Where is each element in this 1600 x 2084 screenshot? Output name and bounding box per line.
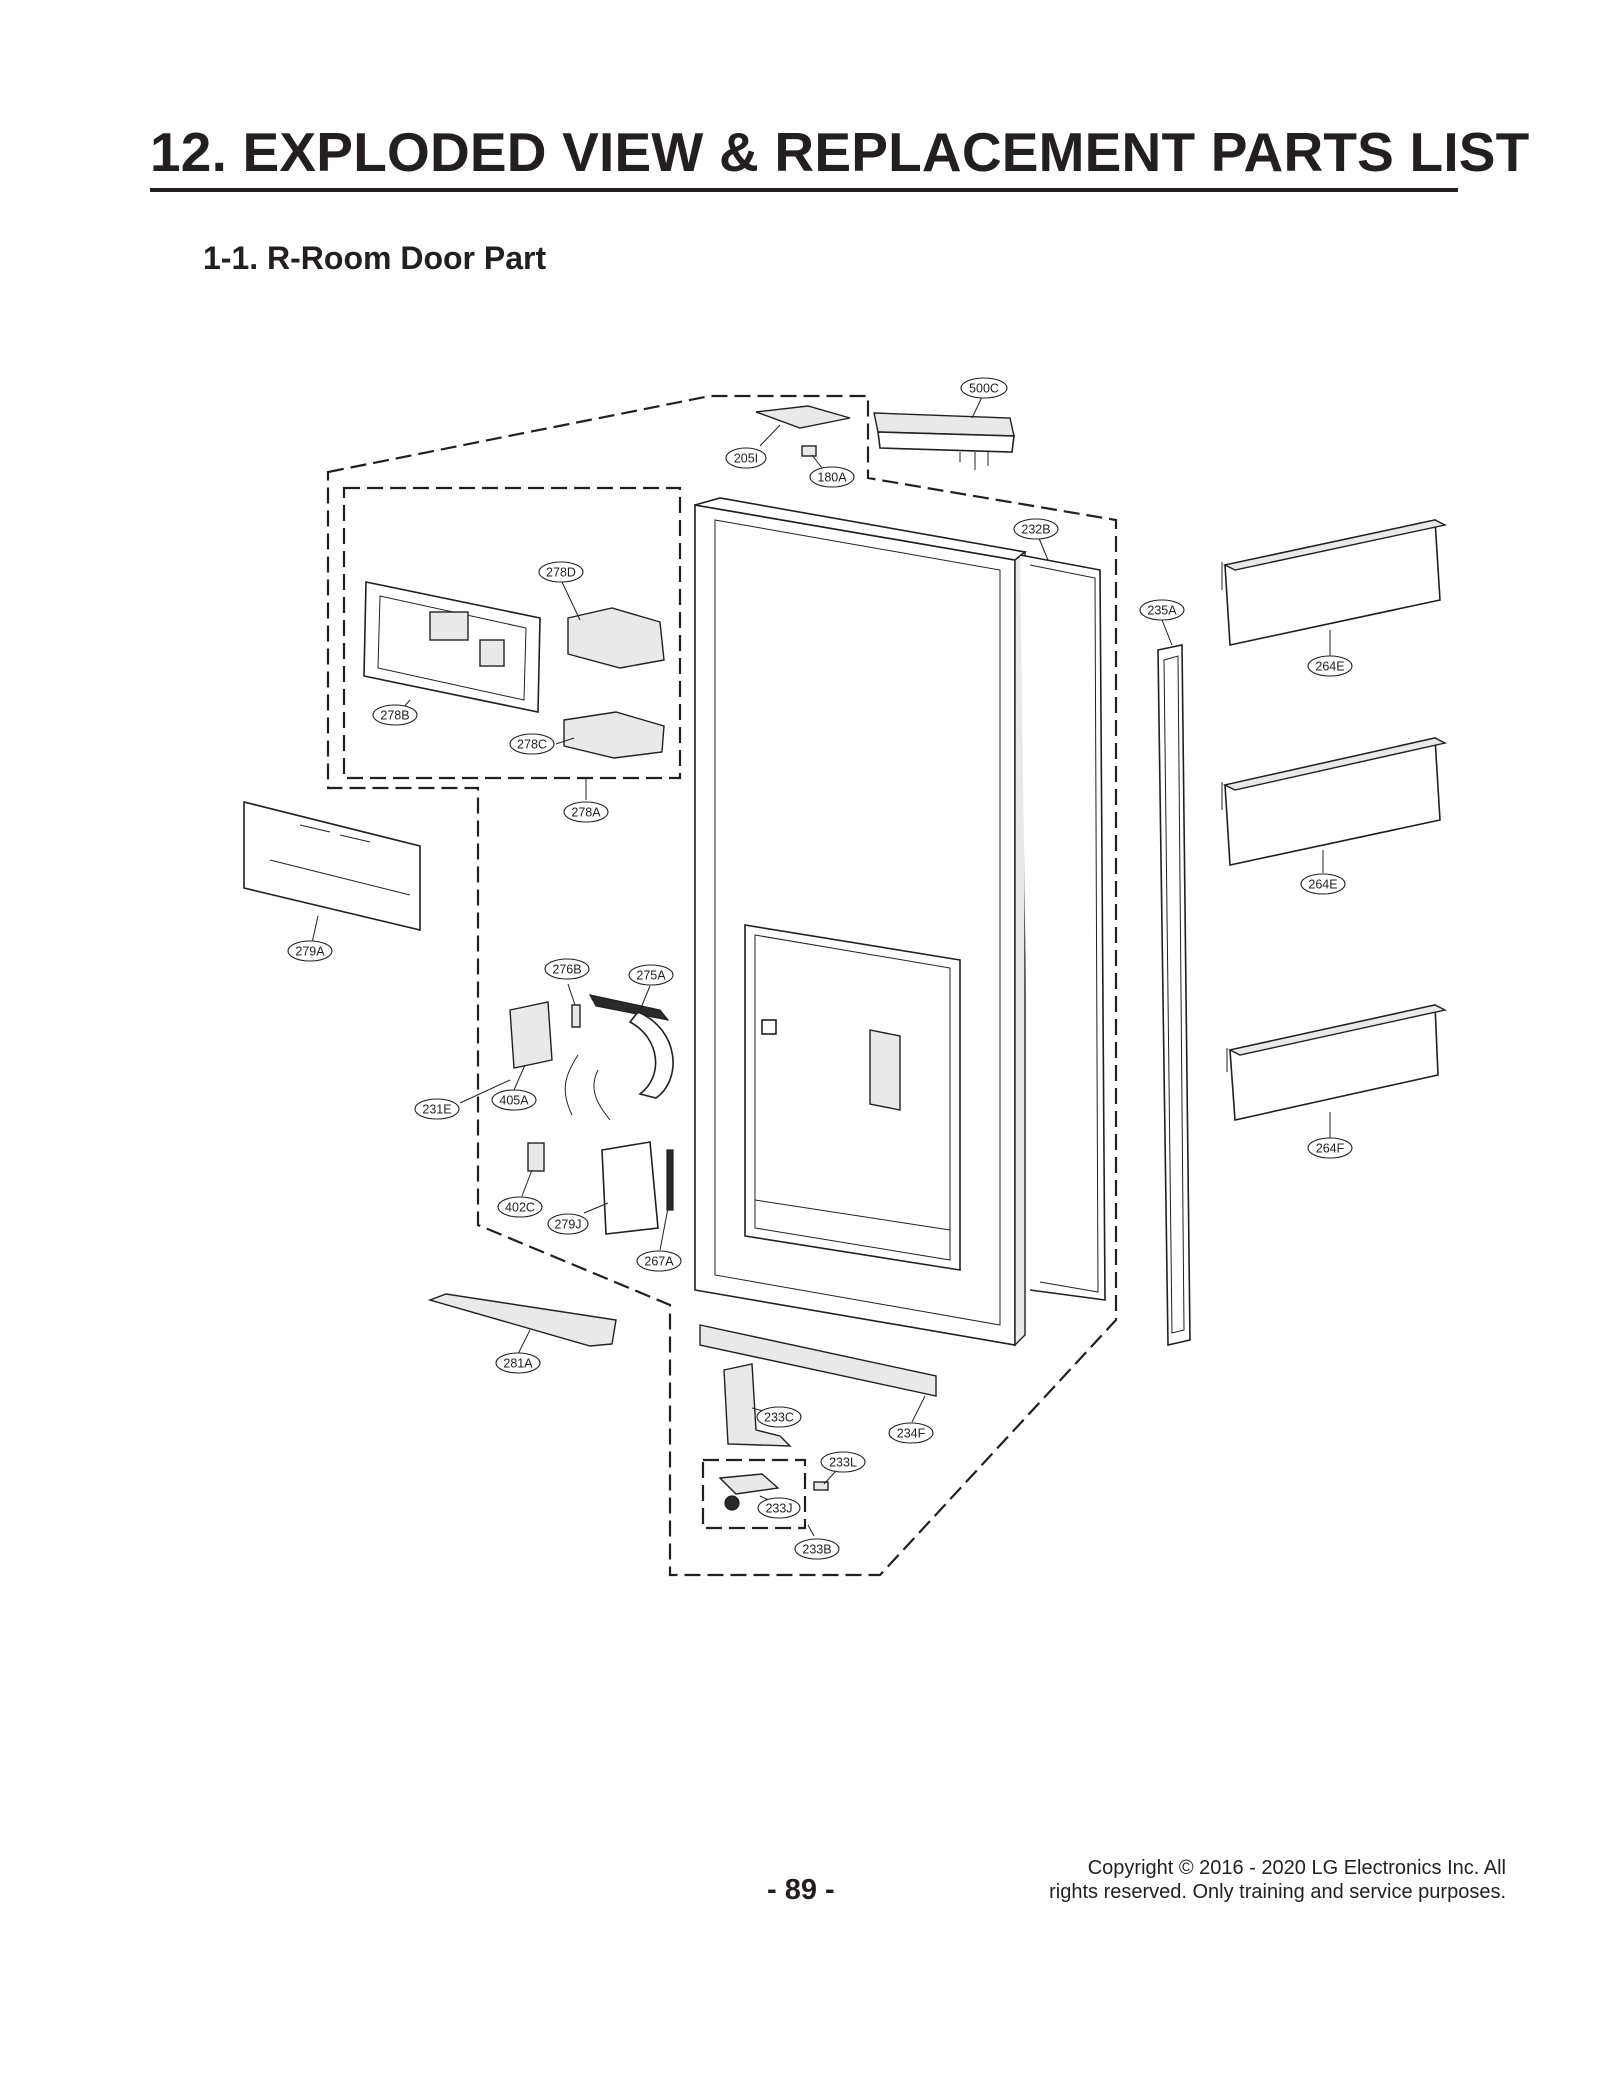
copyright-line-2: rights reserved. Only training and servi… — [1049, 1881, 1506, 1903]
part-281a — [427, 1293, 617, 1347]
callout-233b: 233B — [794, 1538, 840, 1560]
part-264e-lower — [1221, 737, 1448, 866]
copyright-line-1: Copyright © 2016 - 2020 LG Electronics I… — [1087, 1857, 1506, 1879]
callout-235a: 235A — [1139, 599, 1185, 621]
callout-231e: 231E — [414, 1098, 460, 1120]
svg-text:234F: 234F — [897, 1427, 926, 1441]
callout-278c: 278C — [509, 733, 555, 755]
part-233j — [718, 1473, 780, 1495]
callout-264e-lower: 264E — [1300, 873, 1346, 895]
part-278b — [363, 581, 541, 713]
part-278c — [563, 711, 665, 759]
svg-text:278A: 278A — [571, 806, 601, 820]
svg-text:264E: 264E — [1315, 660, 1344, 674]
part-233l — [813, 1481, 829, 1491]
svg-text:279J: 279J — [554, 1218, 581, 1232]
callout-205i: 205I — [725, 447, 767, 469]
svg-text:233J: 233J — [765, 1502, 792, 1516]
svg-text:205I: 205I — [734, 452, 758, 466]
part-234f — [699, 1324, 937, 1397]
svg-text:402C: 402C — [505, 1201, 535, 1215]
leader-lines — [311, 396, 1331, 1537]
svg-text:180A: 180A — [817, 471, 847, 485]
title-rule — [150, 188, 1458, 192]
svg-text:278B: 278B — [380, 709, 409, 723]
part-door-body — [694, 497, 1027, 1347]
svg-text:264E: 264E — [1308, 878, 1337, 892]
svg-text:232B: 232B — [1021, 523, 1050, 537]
svg-text:279A: 279A — [295, 945, 325, 959]
part-405a — [509, 1001, 553, 1069]
svg-text:278C: 278C — [517, 738, 547, 752]
svg-text:233C: 233C — [764, 1411, 794, 1425]
svg-text:275A: 275A — [636, 969, 666, 983]
callout-402c: 402C — [497, 1196, 543, 1218]
part-402c — [527, 1142, 545, 1172]
part-spring-left — [564, 1054, 579, 1116]
section-title: 1-1. R-Room Door Part — [203, 240, 547, 276]
part-235a — [1157, 644, 1191, 1346]
part-500c — [873, 412, 1015, 470]
svg-text:281A: 281A — [503, 1357, 533, 1371]
svg-text:235A: 235A — [1147, 604, 1177, 618]
part-232b — [1019, 554, 1106, 1301]
part-279a — [243, 800, 421, 932]
callout-279j: 279J — [547, 1213, 589, 1235]
callout-232b: 232B — [1013, 518, 1059, 540]
part-233j-bushing — [724, 1495, 740, 1511]
page-number: - 89 - — [767, 1874, 835, 1906]
assembly-boundary — [326, 394, 1118, 1577]
svg-text:278D: 278D — [546, 566, 576, 580]
callout-233j: 233J — [757, 1497, 801, 1519]
callout-267a: 267A — [636, 1250, 682, 1272]
svg-text:276B: 276B — [552, 963, 581, 977]
part-205i — [755, 405, 851, 429]
callout-500c: 500C — [960, 377, 1008, 399]
part-275a — [588, 994, 674, 1099]
callout-278d: 278D — [538, 561, 584, 583]
callout-279a: 279A — [287, 940, 333, 962]
callout-264f: 264F — [1307, 1137, 1353, 1159]
page-title: 12. EXPLODED VIEW & REPLACEMENT PARTS LI… — [150, 121, 1530, 183]
callout-405a: 405A — [491, 1089, 537, 1111]
callout-234f: 234F — [888, 1422, 934, 1444]
part-264e-upper — [1221, 519, 1448, 646]
part-279j — [601, 1141, 659, 1235]
part-267a — [666, 1149, 674, 1211]
callout-276b: 276B — [544, 958, 590, 980]
part-278d — [567, 607, 665, 669]
part-264f — [1226, 1004, 1448, 1121]
callout-264e-upper: 264E — [1307, 655, 1353, 677]
callout-180a: 180A — [809, 466, 855, 488]
svg-text:264F: 264F — [1316, 1142, 1345, 1156]
copyright-notice: Copyright © 2016 - 2020 LG Electronics I… — [960, 1856, 1506, 1904]
svg-text:500C: 500C — [969, 382, 999, 396]
part-276b — [571, 1004, 581, 1028]
svg-text:233B: 233B — [802, 1543, 831, 1557]
callout-233c: 233C — [756, 1406, 802, 1428]
part-spring-right — [593, 1069, 611, 1121]
subassembly-box-278a — [342, 486, 682, 780]
callout-278b: 278B — [372, 704, 418, 726]
part-233c — [723, 1363, 792, 1447]
subassembly-box-233b — [701, 1458, 807, 1530]
callout-275a: 275A — [628, 964, 674, 986]
part-180a — [801, 445, 817, 457]
svg-text:405A: 405A — [499, 1094, 529, 1108]
svg-text:233L: 233L — [829, 1456, 857, 1470]
svg-text:231E: 231E — [422, 1103, 451, 1117]
callout-281a: 281A — [495, 1352, 541, 1374]
callout-278a: 278A — [563, 801, 609, 823]
callout-233l: 233L — [820, 1451, 866, 1473]
svg-text:267A: 267A — [644, 1255, 674, 1269]
